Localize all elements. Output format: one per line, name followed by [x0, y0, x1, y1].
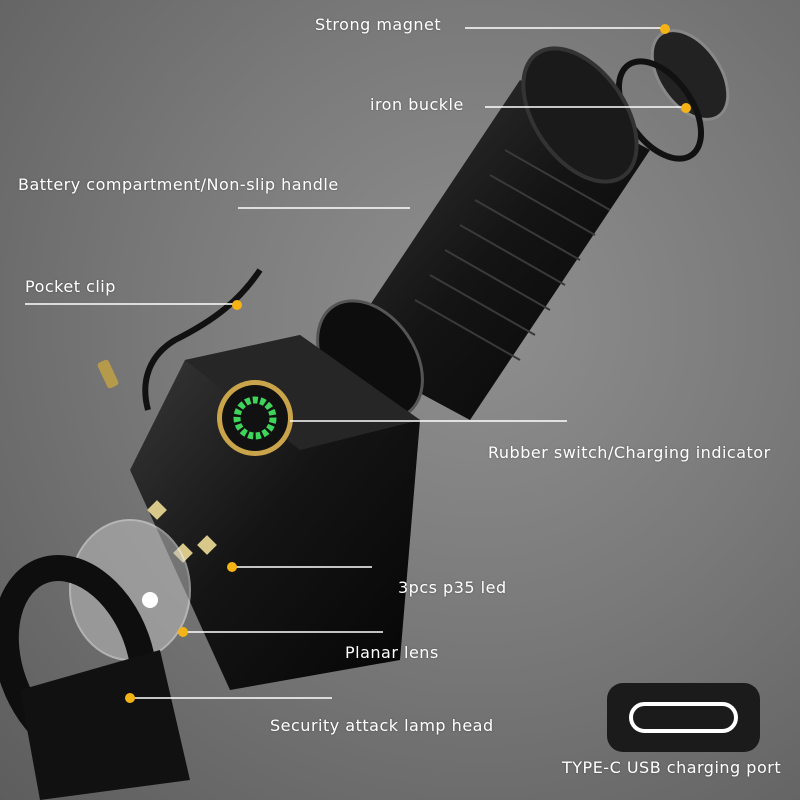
label-pocket-clip: Pocket clip: [25, 277, 116, 296]
label-iron-buckle: iron buckle: [370, 95, 464, 114]
usb-c-port-outline: [629, 702, 738, 733]
usb-c-port-icon: [607, 683, 760, 752]
callout-dots: [125, 24, 691, 703]
callout-lines: [25, 27, 686, 699]
label-battery-compartment: Battery compartment/Non-slip handle: [18, 175, 339, 194]
label-planar-lens: Planar lens: [345, 643, 439, 662]
label-strong-magnet: Strong magnet: [315, 15, 442, 34]
label-rubber-switch: Rubber switch/Charging indicator: [488, 443, 771, 462]
rubber-switch: [217, 380, 293, 456]
planar-lens: [69, 519, 191, 661]
pocket-clip: [97, 268, 263, 411]
lamp-head-bezel: [0, 555, 190, 800]
label-usb-port: TYPE-C USB charging port: [562, 758, 782, 777]
label-led: 3pcs p35 led: [398, 578, 507, 597]
label-lamp-head: Security attack lamp head: [270, 716, 494, 735]
